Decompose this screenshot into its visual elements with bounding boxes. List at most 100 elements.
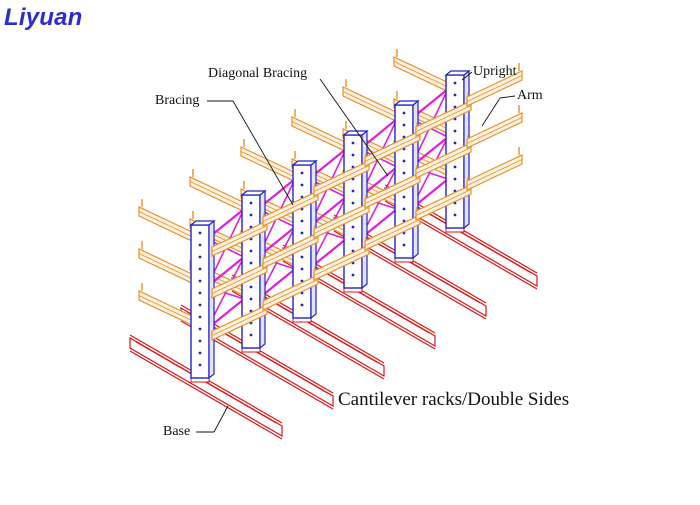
bolt-hole (351, 201, 355, 205)
front-arm (364, 165, 421, 209)
base-bottom-flange (129, 350, 283, 440)
bolt-hole (198, 231, 202, 235)
back-arm (138, 241, 195, 285)
bolt-hole (351, 141, 355, 145)
bolt-hole (198, 291, 202, 295)
upright-side (208, 219, 215, 380)
arm-edge (342, 91, 399, 118)
upright-cap (444, 70, 471, 76)
bolt-hole (300, 267, 304, 271)
bolt-hole (402, 171, 406, 175)
front-arm (211, 255, 268, 299)
bolt-hole (249, 213, 253, 217)
arm-edge (313, 207, 370, 234)
bolt-hole (198, 243, 202, 247)
bolt-hole (198, 303, 202, 307)
arm-edge (466, 159, 523, 186)
arm-edge (189, 181, 246, 208)
bolt-hole (402, 159, 406, 163)
leader-base (213, 405, 229, 433)
leader-arm (499, 95, 516, 99)
bolt-hole (198, 267, 202, 271)
back-arm (240, 139, 297, 183)
arm-edge (211, 309, 268, 336)
upright-column (189, 219, 216, 380)
arm-edge (393, 61, 450, 88)
bolt-hole (300, 303, 304, 307)
brand-logo: Liyuan (4, 4, 83, 31)
arm-edge (415, 147, 472, 174)
diagram-caption: Cantilever racks/Double Sides (338, 389, 570, 410)
bolt-hole (453, 81, 457, 85)
arm-edge (364, 177, 421, 204)
label-bracing: Bracing (155, 93, 200, 108)
arm-edge (466, 75, 523, 102)
label-arm: Arm (517, 88, 543, 103)
bolt-hole (198, 363, 202, 367)
bolt-hole (453, 93, 457, 97)
arm-edge (415, 189, 472, 216)
bolt-hole (249, 249, 253, 253)
front-arm (262, 267, 319, 311)
bolt-hole (249, 333, 253, 337)
arm-edge (262, 279, 319, 306)
front-arm (313, 153, 370, 197)
leader-lines-layer (196, 71, 516, 433)
back-arm (189, 169, 246, 213)
bolt-hole (198, 339, 202, 343)
bolt-hole (198, 315, 202, 319)
front-arm (415, 177, 472, 221)
bolt-hole (402, 195, 406, 199)
arm-edge (138, 295, 195, 322)
front-arm (262, 183, 319, 227)
upright-cap (240, 190, 267, 196)
arm-edge (313, 249, 370, 276)
bolt-hole (249, 297, 253, 301)
bolt-hole (300, 255, 304, 259)
label-base: Base (163, 424, 191, 439)
arm-edge (211, 225, 268, 252)
bolt-hole (453, 177, 457, 181)
bolt-hole (198, 279, 202, 283)
arm-edge (291, 121, 348, 148)
upright-face (190, 224, 210, 379)
arm-edge (211, 267, 268, 294)
bolt-hole (402, 243, 406, 247)
bolt-hole (453, 129, 457, 133)
bolt-hole (300, 171, 304, 175)
bolt-hole (351, 237, 355, 241)
leader-diagonal-bracing (319, 78, 389, 177)
arm-edge (466, 117, 523, 144)
upright-cap (189, 220, 216, 226)
back-arm (291, 109, 348, 153)
upright-cap (393, 100, 420, 106)
base-web (129, 336, 283, 438)
front-arm (313, 195, 370, 239)
label-upright: Upright (473, 64, 517, 79)
arm-edge (240, 151, 297, 178)
leader-upright (461, 71, 473, 81)
front-arm (262, 225, 319, 269)
front-arm (211, 213, 268, 257)
back-arm (393, 49, 450, 93)
arm-edge (138, 211, 195, 238)
arm-edge (415, 105, 472, 132)
bolt-hole (402, 111, 406, 115)
bolt-hole (300, 231, 304, 235)
bolt-hole (198, 327, 202, 331)
back-arm (138, 199, 195, 243)
arm-edge (364, 219, 421, 246)
front-arms-layer (211, 63, 523, 341)
arm-edge (138, 253, 195, 280)
bolt-hole (198, 255, 202, 259)
bolt-hole (300, 183, 304, 187)
back-arm (138, 283, 195, 327)
bolt-hole (249, 285, 253, 289)
bolt-hole (351, 189, 355, 193)
leader-bracing (232, 100, 294, 206)
bolt-hole (198, 351, 202, 355)
front-arm (466, 147, 523, 191)
bolt-hole (249, 201, 253, 205)
